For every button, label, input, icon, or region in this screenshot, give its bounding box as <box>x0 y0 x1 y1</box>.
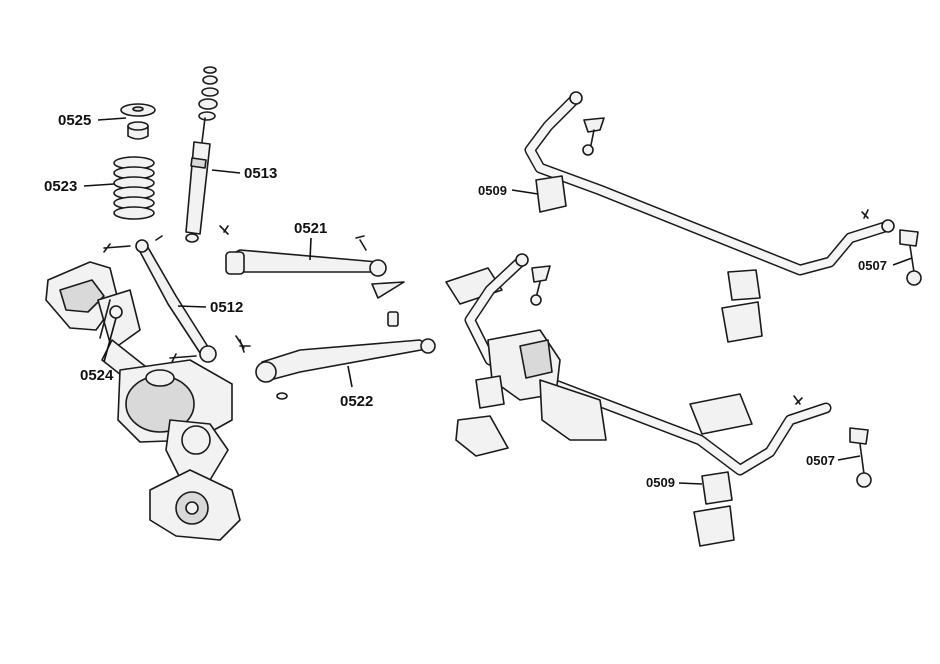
leader-lines <box>83 117 913 485</box>
part-number-0507-upper: 0507 <box>858 258 887 273</box>
part-number-0525: 0525 <box>58 112 91 129</box>
part-number-0509-upper: 0509 <box>478 183 507 198</box>
stabilizer-bar-lower <box>445 253 872 547</box>
shock-absorber-0513 <box>185 66 219 243</box>
part-number-0512: 0512 <box>210 299 243 316</box>
coil-spring-0523 <box>113 156 155 220</box>
stabilizer-bar-upper <box>524 91 922 343</box>
part-number-0522: 0522 <box>340 393 373 410</box>
part-number-0521: 0521 <box>294 220 327 237</box>
part-number-0509-lower: 0509 <box>646 475 675 490</box>
front-axle-assembly <box>45 261 241 541</box>
track-bar-0512 <box>103 235 217 363</box>
spring-seat-0525 <box>120 103 156 140</box>
lower-control-arm-0522 <box>235 311 436 400</box>
part-number-0524: 0524 <box>80 367 114 384</box>
part-number-0507-lower: 0507 <box>806 453 835 468</box>
part-number-0513: 0513 <box>244 165 277 182</box>
part-number-0523: 0523 <box>44 178 77 195</box>
upper-control-arm-0521 <box>219 225 405 299</box>
